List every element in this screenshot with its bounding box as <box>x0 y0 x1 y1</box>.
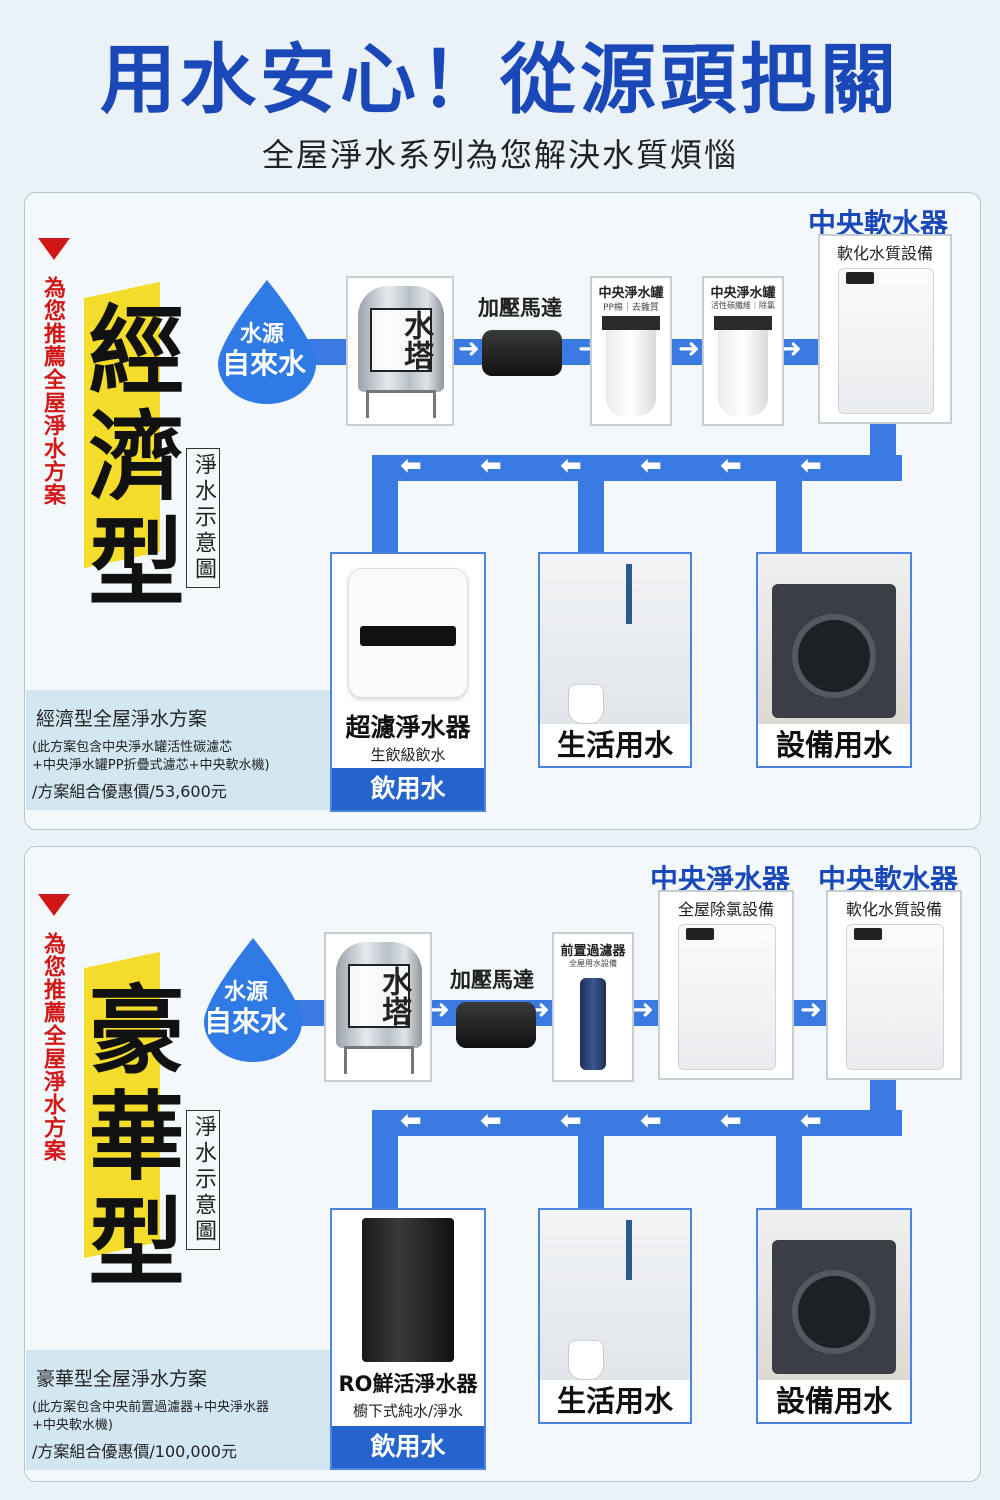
source-tap-label: 自來水 <box>204 1005 289 1038</box>
living-water-card: 生活用水 <box>538 552 692 768</box>
softener-card: 軟化水質設備 <box>826 890 962 1080</box>
source-label: 水源 <box>240 322 285 347</box>
distribution-pipe <box>578 470 604 555</box>
diagram-label: 淨水示意圖 <box>186 448 220 588</box>
arrow-left-icon: ⬅ <box>720 451 742 481</box>
water-tower-card: 水塔 <box>324 932 432 1082</box>
living-water-label: 生活用水 <box>540 1380 690 1422</box>
red-triangle-icon <box>38 894 70 916</box>
arrow-left-icon: ⬅ <box>480 1106 502 1136</box>
type-label: 豪華型 <box>72 980 184 1298</box>
arrow-right-icon: ➜ <box>458 334 480 364</box>
equipment-water-label: 設備用水 <box>758 1380 910 1422</box>
water-tower-card: 水塔 <box>346 276 454 426</box>
tower-label: 水塔 <box>370 308 433 372</box>
red-triangle-icon <box>38 238 70 260</box>
central-purifier-card: 全屋除氯設備 <box>658 890 794 1080</box>
arrow-left-icon: ⬅ <box>400 451 422 481</box>
distribution-pipe <box>870 424 896 464</box>
living-water-card: 生活用水 <box>538 1208 692 1424</box>
distribution-pipe <box>372 455 398 555</box>
pump-icon <box>456 1002 536 1048</box>
distribution-pipe <box>578 1125 604 1210</box>
diagram-label: 淨水示意圖 <box>186 1110 220 1250</box>
prefilter-card: 前置過濾器 全屋用水設備 <box>552 932 634 1082</box>
plan-detail: +中央淨水罐PP折疊式濾芯+中央軟水機) <box>32 758 270 773</box>
distribution-pipe <box>372 1110 398 1210</box>
type-label: 經濟型 <box>72 300 184 618</box>
plan-name: 豪華型全屋淨水方案 <box>36 1368 208 1390</box>
arrow-left-icon: ⬅ <box>640 1106 662 1136</box>
source-tap-label: 自來水 <box>222 347 307 380</box>
plan-price: /方案組合優惠價/53,600元 <box>32 782 227 801</box>
arrow-left-icon: ⬅ <box>640 451 662 481</box>
softener-card: 軟化水質設備 <box>818 234 952 424</box>
purifier-card: RO鮮活淨水器 櫥下式純水/淨水 飲用水 <box>330 1208 486 1470</box>
arrow-left-icon: ⬅ <box>800 451 822 481</box>
recommend-label: 為您推薦全屋淨水方案 <box>40 932 65 1162</box>
arrow-left-icon: ⬅ <box>560 1106 582 1136</box>
luxury-info-box: 豪華型全屋淨水方案 (此方案包含中央前置過濾器+中央淨水器 +中央軟水機) /方… <box>26 1350 336 1470</box>
arrow-left-icon: ⬅ <box>720 1106 742 1136</box>
arrow-right-icon: ➜ <box>428 995 450 1025</box>
arrow-left-icon: ⬅ <box>560 451 582 481</box>
recommend-label: 為您推薦全屋淨水方案 <box>40 276 65 506</box>
tower-label: 水塔 <box>348 964 411 1028</box>
page-title: 用水安心！從源頭把關 <box>100 35 900 124</box>
plan-detail: (此方案包含中央淨水罐活性碳濾芯 <box>32 740 233 755</box>
drinking-water-label: 飲用水 <box>332 768 484 810</box>
water-drop-icon <box>204 938 302 1062</box>
tank1-card: 中央淨水罐 PP棉｜去雜質 <box>590 276 672 426</box>
distribution-pipe <box>372 455 902 481</box>
arrow-left-icon: ⬅ <box>400 1106 422 1136</box>
pump-label: 加壓馬達 <box>478 296 562 320</box>
purifier-title: RO鮮活淨水器 <box>332 1368 484 1398</box>
equipment-water-label: 設備用水 <box>758 724 910 766</box>
purifier-sub: 櫥下式純水/淨水 <box>352 1402 464 1420</box>
pump-label: 加壓馬達 <box>450 968 534 992</box>
arrow-right-icon: ➜ <box>678 334 700 364</box>
living-water-label: 生活用水 <box>540 724 690 766</box>
tank2-card: 中央淨水罐 活性碳纖維｜除氯 <box>702 276 784 426</box>
plan-name: 經濟型全屋淨水方案 <box>36 708 208 730</box>
plan-price: /方案組合優惠價/100,000元 <box>32 1442 237 1461</box>
source-label: 水源 <box>224 980 269 1005</box>
equipment-water-card: 設備用水 <box>756 1208 912 1424</box>
distribution-pipe <box>776 1125 802 1210</box>
plan-detail: +中央軟水機) <box>32 1418 113 1433</box>
economy-info-box: 經濟型全屋淨水方案 (此方案包含中央淨水罐活性碳濾芯 +中央淨水罐PP折疊式濾芯… <box>26 690 336 810</box>
arrow-left-icon: ⬅ <box>480 451 502 481</box>
purifier-sub: 生飲級飲水 <box>370 746 446 764</box>
equipment-water-card: 設備用水 <box>756 552 912 768</box>
arrow-left-icon: ⬅ <box>800 1106 822 1136</box>
arrow-right-icon: ➜ <box>632 995 654 1025</box>
purifier-card: 超濾淨水器 生飲級飲水 飲用水 <box>330 552 486 812</box>
page-subtitle: 全屋淨水系列為您解決水質煩惱 <box>261 136 738 174</box>
distribution-pipe <box>776 470 802 555</box>
distribution-pipe <box>372 1110 902 1136</box>
drinking-water-label: 飲用水 <box>332 1426 484 1468</box>
arrow-right-icon: ➜ <box>800 995 822 1025</box>
pump-icon <box>482 330 562 376</box>
water-drop-icon <box>218 280 316 404</box>
plan-detail: (此方案包含中央前置過濾器+中央淨水器 <box>32 1400 269 1415</box>
purifier-title: 超濾淨水器 <box>332 708 484 744</box>
arrow-right-icon: ➜ <box>780 334 802 364</box>
distribution-pipe <box>870 1080 896 1120</box>
